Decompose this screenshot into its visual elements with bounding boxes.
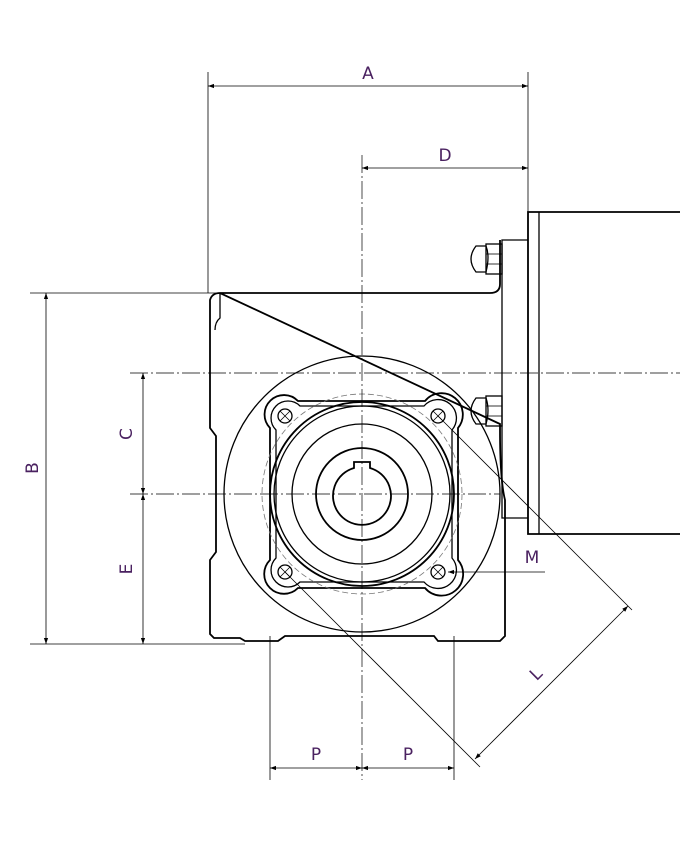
bolt-hole-bottom-right xyxy=(430,564,446,580)
dimension-line-l xyxy=(474,605,629,760)
dimension-label-p-right: P xyxy=(403,745,413,765)
gearbox-housing xyxy=(209,240,506,642)
extension-lines xyxy=(30,72,633,780)
bolt-hole-top-left xyxy=(277,408,293,424)
dimension-label-b: B xyxy=(23,462,43,474)
keyed-bore xyxy=(332,461,392,526)
dimension-label-e: E xyxy=(117,564,137,575)
dimension-label-a: A xyxy=(362,64,374,84)
dimension-label-l: L xyxy=(526,664,547,685)
dimension-label-m: M xyxy=(525,548,540,568)
cable-gland-bottom xyxy=(470,395,503,427)
square-flange xyxy=(263,392,465,597)
dimension-label-d: D xyxy=(438,146,451,166)
cable-gland-top xyxy=(470,243,503,275)
dimension-label-c: C xyxy=(117,428,137,440)
dimension-label-p-left: P xyxy=(311,745,321,765)
